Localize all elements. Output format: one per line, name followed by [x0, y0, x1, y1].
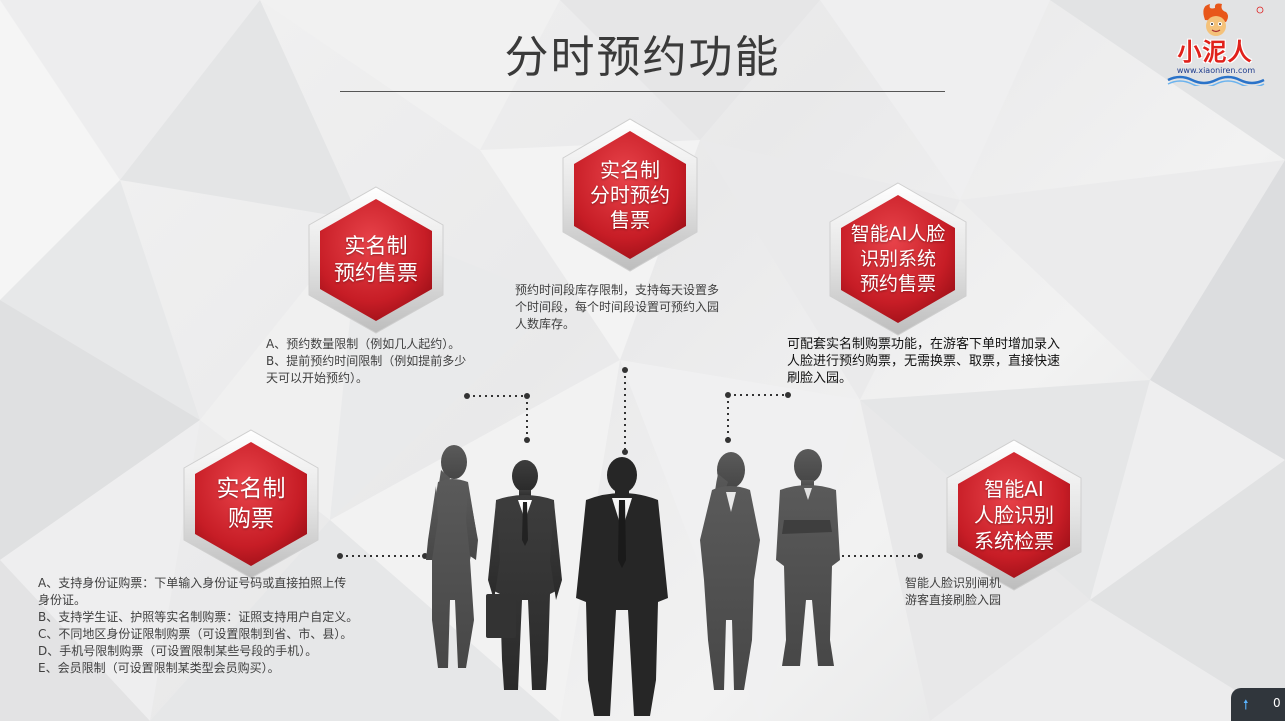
- silhouette-woman-left: [426, 445, 478, 668]
- silhouette-man-briefcase: [486, 460, 562, 690]
- up-arrow-icon: 🠕: [1243, 696, 1249, 718]
- corner-count: 0: [1273, 696, 1281, 710]
- silhouette-man-right: [776, 449, 840, 666]
- corner-badge[interactable]: 🠕 0: [1231, 688, 1285, 721]
- silhouette-woman-right: [700, 452, 760, 690]
- silhouette-man-center: [576, 457, 668, 716]
